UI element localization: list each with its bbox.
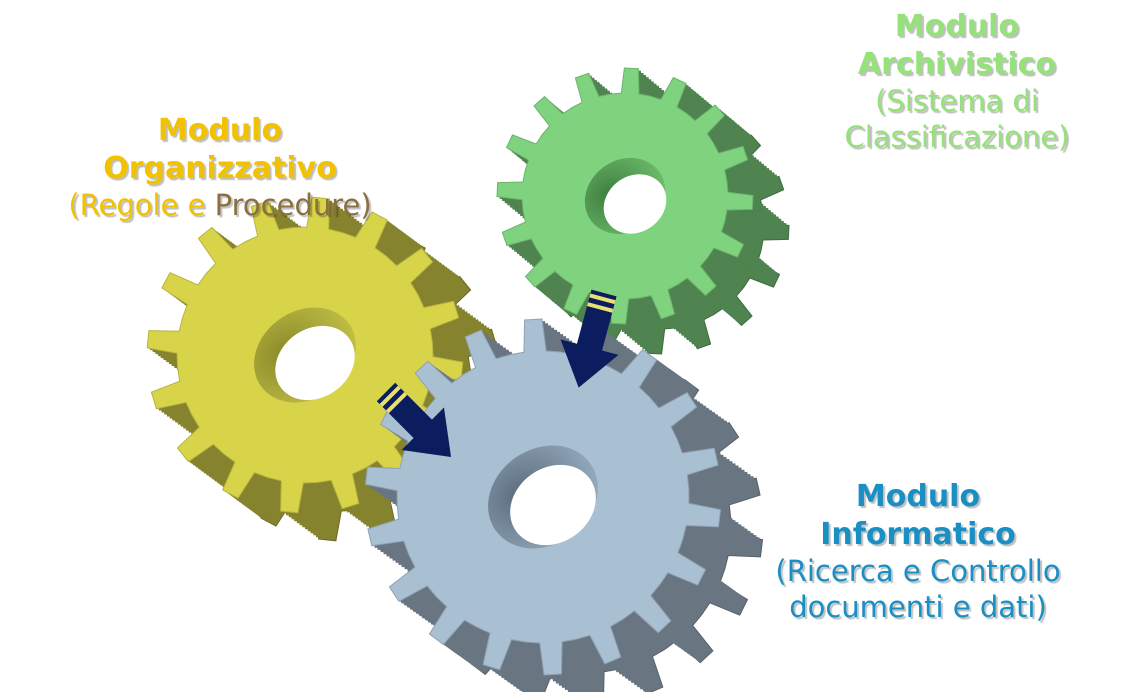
informatico-subtitle-line1: (Ricerca e Controllo: [775, 554, 1061, 588]
archivistico-subtitle-line1: (Sistema di: [875, 84, 1039, 118]
organizzativo-subtitle-a: (Regole e: [68, 188, 215, 222]
archivistico-subtitle-line2: Classificazione): [844, 120, 1070, 155]
informatico-title-line2: Informatico: [820, 516, 1016, 552]
arrow-organizzativo-to-informatico-icon: [376, 382, 452, 458]
organizzativo-title-line1: Modulo: [157, 113, 283, 148]
gear-archivistico-icon: [496, 67, 790, 355]
archivistico-title-line1: Modulo: [894, 9, 1020, 44]
label-modulo-organizzativo: Modulo Organizzativo (Regole e Procedure…: [0, 112, 440, 223]
arrow-archivistico-to-informatico-icon: [560, 289, 619, 388]
informatico-title-line1: Modulo: [855, 479, 981, 514]
organizzativo-subtitle: (Regole e Procedure): [0, 187, 440, 223]
label-modulo-archivistico: Modulo Archivistico (Sistema di Classifi…: [790, 8, 1124, 156]
organizzativo-subtitle-b: Procedure): [214, 188, 372, 222]
organizzativo-title-line2: Organizzativo: [103, 150, 337, 186]
gear-informatico-icon: [364, 318, 764, 692]
informatico-subtitle-line2: documenti e dati): [789, 590, 1047, 625]
label-modulo-informatico: Modulo Informatico (Ricerca e Controllo …: [712, 478, 1124, 626]
archivistico-title-line2: Archivistico: [857, 46, 1057, 82]
